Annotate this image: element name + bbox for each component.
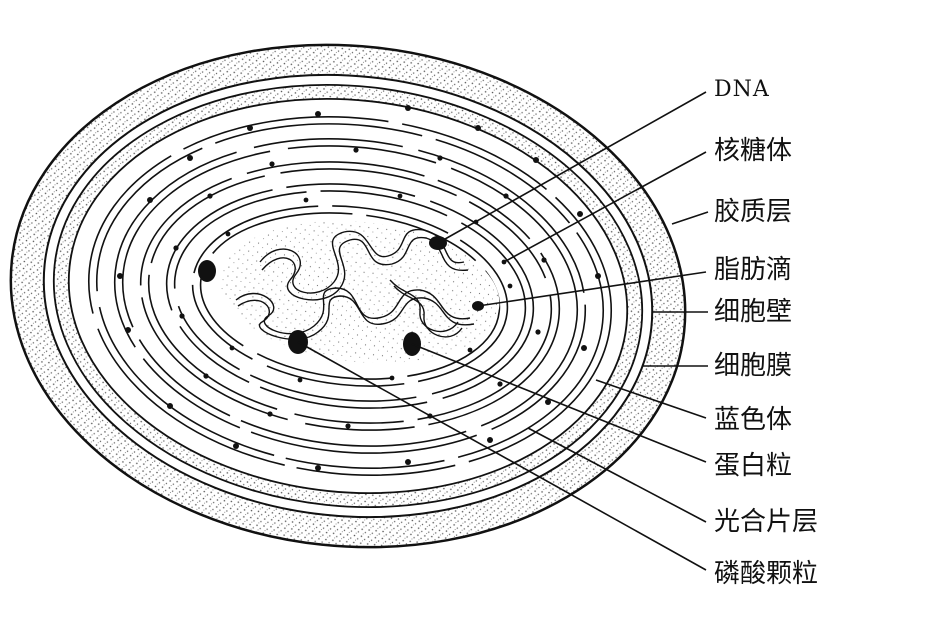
label-capsule: 胶质层 — [714, 197, 793, 227]
thylakoid-lamellae — [87, 116, 613, 476]
left-granule — [198, 260, 216, 282]
label-polyphosphate-granule: 磷酸颗粒 — [714, 559, 819, 589]
leader-protein-granule — [411, 343, 707, 463]
label-dna: DNA — [714, 77, 770, 102]
label-cell-wall: 细胞壁 — [714, 297, 793, 327]
leader-cyanophycin — [595, 379, 707, 419]
leader-dna — [437, 91, 707, 244]
leader-lines — [297, 91, 709, 571]
label-cyanophycin-body: 蓝色体 — [714, 405, 793, 435]
ribosome-dots — [117, 105, 601, 471]
dna-fibrils — [235, 228, 475, 340]
label-ribosome: 核糖体 — [714, 136, 793, 166]
nucleoid-region — [220, 220, 500, 364]
leader-lipid-droplet — [477, 271, 707, 307]
label-thylakoid: 光合片层 — [714, 507, 819, 537]
label-cell-membrane: 细胞膜 — [714, 351, 793, 381]
leader-ribosome — [503, 151, 707, 263]
leader-capsule — [671, 211, 709, 225]
leader-polyphosphate — [297, 341, 707, 571]
leader-thylakoid — [527, 427, 707, 523]
label-lipid-droplet: 脂肪滴 — [714, 255, 793, 285]
label-protein-granule: 蛋白粒 — [714, 451, 793, 481]
